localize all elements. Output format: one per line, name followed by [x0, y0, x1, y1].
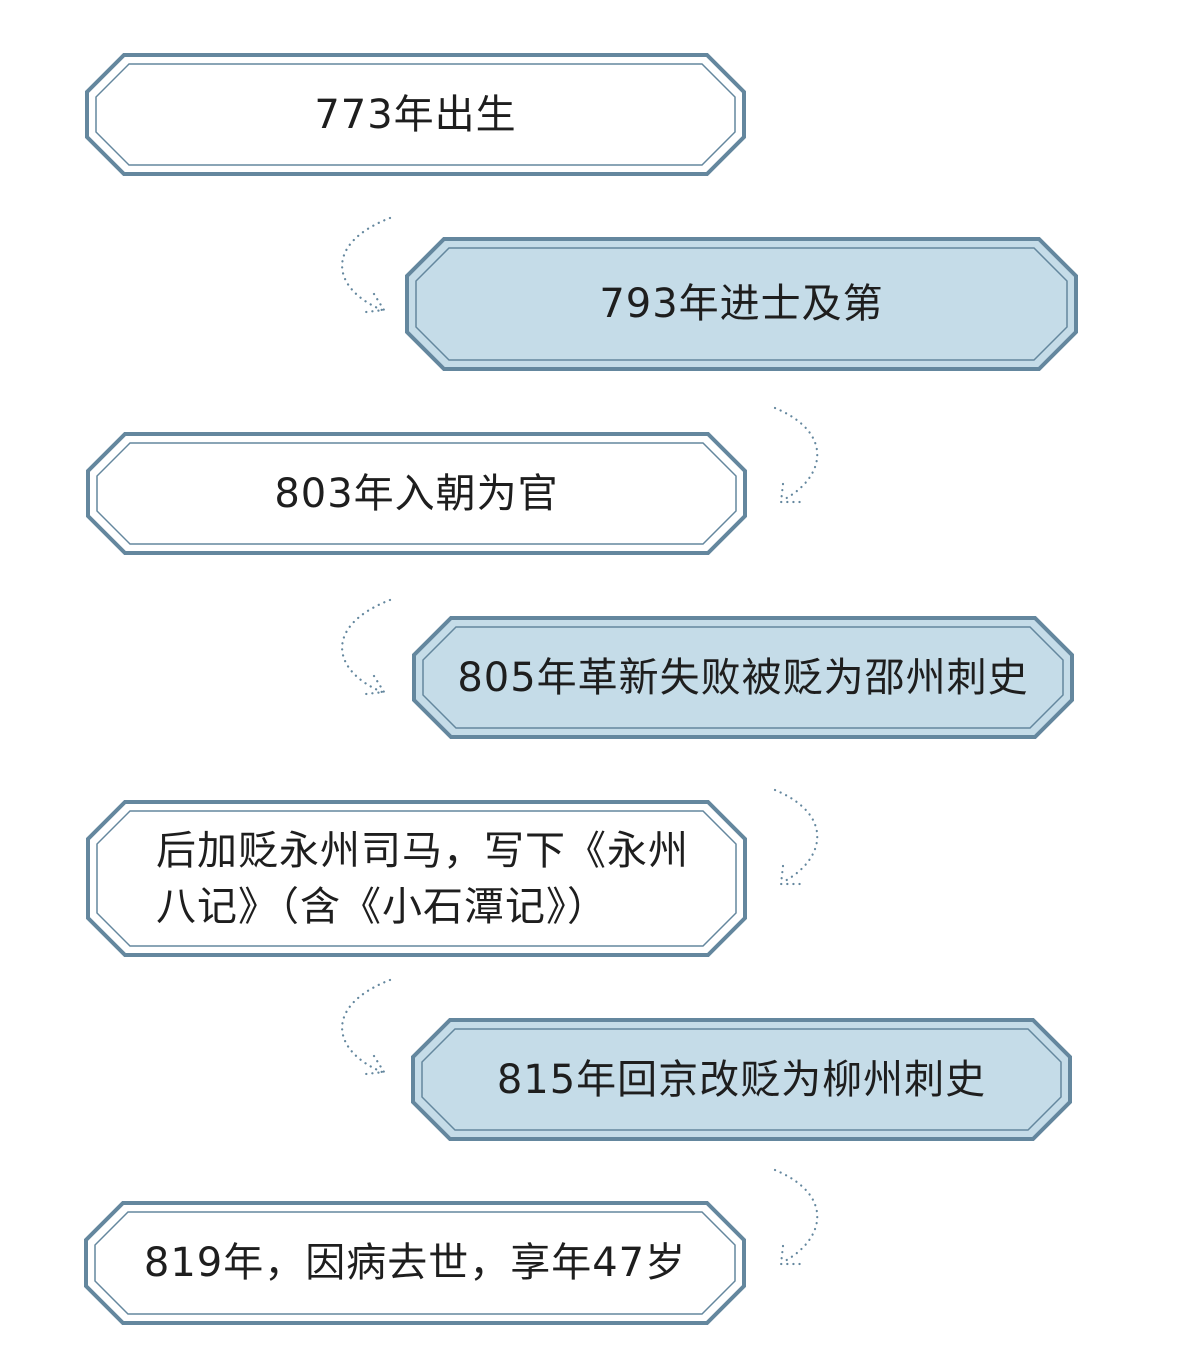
- dotted-arrow-icon: [773, 788, 819, 886]
- step-label: 819年，因病去世，享年47岁: [143, 1240, 687, 1286]
- dotted-arrow-icon: [341, 216, 392, 314]
- step-label: 793年进士及第: [599, 281, 884, 327]
- step-box-inner-border: [95, 63, 736, 166]
- step-box-inner-border: [422, 626, 1064, 729]
- dotted-arrow-icon: [341, 978, 392, 1076]
- step-label: 803年入朝为官: [274, 470, 559, 517]
- step-box: [405, 237, 1078, 371]
- step-label: 815年回京改贬为柳州刺史: [496, 1056, 987, 1103]
- dotted-arrow-icon: [773, 406, 819, 504]
- step-box: [86, 432, 747, 555]
- step-label: 805年革新失败被贬为邵州刺史: [457, 654, 1029, 701]
- step-box-inner-border: [96, 442, 737, 545]
- step-box-inner-border: [421, 1028, 1062, 1131]
- step-box-inner-border: [94, 1211, 736, 1315]
- step-box-inner-border: [96, 810, 737, 947]
- step-box-inner-border: [415, 247, 1068, 361]
- step-box: [85, 53, 746, 176]
- step-box: [84, 1201, 746, 1325]
- step-box: [412, 616, 1074, 739]
- dotted-arrow-icon: [773, 1168, 819, 1266]
- step-box: [411, 1018, 1072, 1141]
- dotted-arrow-icon: [341, 598, 392, 696]
- step-label: 773年出生: [314, 91, 517, 138]
- step-label: 后加贬永州司马，写下《永州八记》（含《小石潭记》）: [156, 827, 689, 930]
- step-box: [86, 800, 747, 957]
